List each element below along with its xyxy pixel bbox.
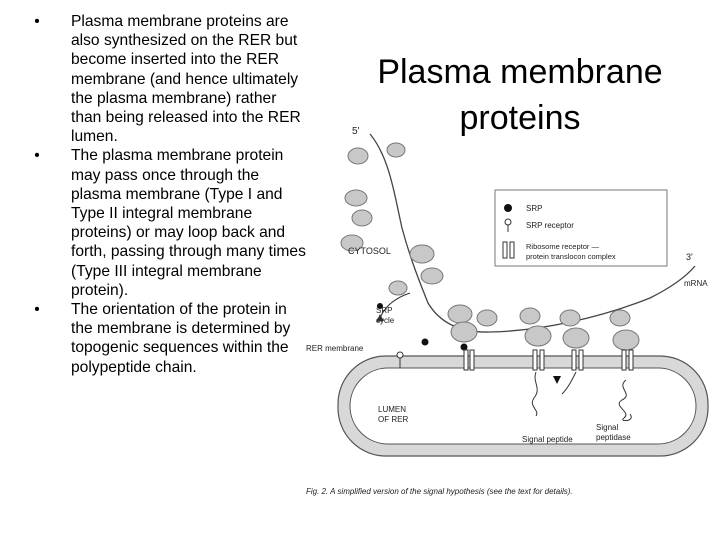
translocon	[469, 349, 475, 371]
ribosome-large-subunit	[344, 189, 368, 207]
srp-particle	[377, 303, 383, 309]
bullet-text: The orientation of the protein in the me…	[71, 301, 291, 376]
bullet-list: • Plasma membrane proteins are also synt…	[30, 12, 310, 377]
ribosome-small-subunit	[609, 309, 631, 327]
ribosome-on-mrna	[409, 244, 435, 264]
figure-caption: Fig. 2. A simplified version of the sign…	[306, 487, 573, 496]
ribosome-large-subunit	[450, 321, 478, 343]
translocon	[463, 349, 469, 371]
figure-svg: 5' CYTOSOL SRP SRP receptor Ribosome rec…	[306, 126, 709, 496]
ribosome-large-subunit	[562, 327, 590, 349]
srp-cycle-label-1: SRP	[376, 306, 392, 315]
ribosome-large-subunit	[447, 304, 473, 324]
ribosome-small-subunit	[388, 280, 408, 296]
bullet-marker: •	[34, 301, 40, 319]
cytosol-label: CYTOSOL	[348, 246, 391, 256]
bullet-marker: •	[34, 13, 40, 30]
ribosome-on-mrna	[420, 267, 444, 285]
ribosome-large-subunit	[612, 329, 640, 351]
signal-peptidase-label-2: peptidase	[596, 433, 631, 442]
folded-protein	[618, 379, 632, 422]
signal-peptidase-label-1: Signal	[596, 423, 618, 432]
lumen-label-1: LUMEN	[378, 405, 406, 414]
srp-legend-dot	[504, 204, 512, 212]
signal-hypothesis-figure: 5' CYTOSOL SRP SRP receptor Ribosome rec…	[300, 118, 720, 502]
ribosome-large-subunit	[524, 325, 552, 347]
srp-cycle-arrowhead	[376, 314, 384, 322]
srp-receptor-legend-head	[504, 218, 512, 226]
legend-srp-receptor-label: SRP receptor	[526, 221, 574, 230]
translocon	[578, 349, 584, 371]
signal-peptidase-marker	[553, 376, 561, 384]
srp-particle	[460, 343, 468, 351]
translocon	[539, 349, 545, 371]
srp-particle	[421, 338, 429, 346]
ribosome-small-subunit	[559, 309, 581, 327]
ribosome-small-subunit	[386, 142, 406, 158]
translocon	[621, 349, 627, 371]
srp-cycle-label-2: cycle	[376, 316, 395, 325]
ribosome-small-subunit	[340, 234, 364, 252]
legend-ribosome-receptor-line1: Ribosome receptor —	[526, 242, 599, 251]
srp-receptor-head	[396, 351, 404, 359]
translocon	[628, 349, 634, 371]
signal-peptide-fragment	[561, 371, 577, 395]
ribosome-large-subunit	[351, 209, 373, 227]
page-title: Plasma membrane proteins	[377, 52, 663, 137]
ribosome-small-subunit	[347, 147, 369, 165]
mrna-label: mRNA	[684, 279, 708, 288]
ribosome-small-subunit	[476, 309, 498, 327]
bullet-marker: •	[34, 147, 40, 165]
translocon	[571, 349, 577, 371]
translocon	[532, 349, 538, 371]
legend-ribosome-receptor-line2: protein translocon complex	[526, 252, 616, 261]
signal-peptide-label: Signal peptide	[522, 435, 573, 444]
three-prime-label: 3'	[686, 252, 693, 262]
srp-cycle-arrow	[379, 292, 411, 319]
lumen-label-2: OF RER	[378, 415, 408, 424]
translocon-legend-right	[509, 241, 515, 259]
bullet-item: • The plasma membrane protein may pass o…	[30, 146, 310, 300]
bullet-item: • Plasma membrane proteins are also synt…	[30, 12, 310, 146]
nascent-polypeptide	[531, 371, 538, 417]
bullet-text: Plasma membrane proteins are also synthe…	[71, 13, 301, 146]
ribosome-small-subunit	[519, 307, 541, 325]
legend-box	[494, 189, 668, 267]
rer-lumen	[349, 367, 697, 445]
legend-srp-label: SRP	[526, 204, 542, 213]
five-prime-label: 5'	[352, 126, 360, 137]
bullet-text: The plasma membrane protein may pass onc…	[71, 147, 306, 299]
bullet-item: • The orientation of the protein in the …	[30, 300, 310, 377]
translocon-legend-left	[502, 241, 508, 259]
rer-membrane-label: RER membrane	[306, 344, 364, 353]
